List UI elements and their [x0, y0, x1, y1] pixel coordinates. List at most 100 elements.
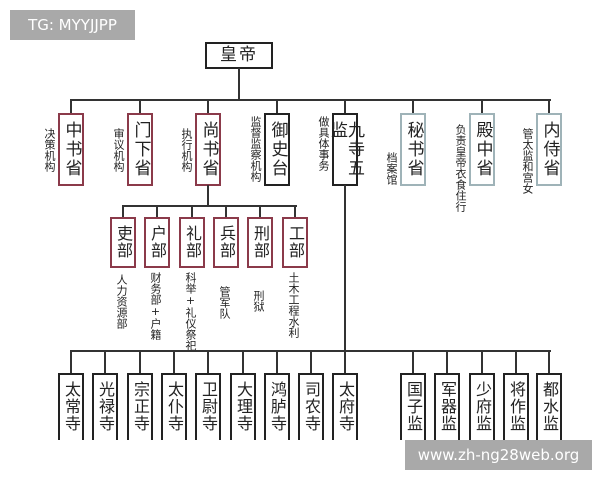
court-box-label: 卫尉寺 — [199, 381, 218, 432]
court-box: 司农寺 — [298, 373, 324, 453]
ministry-note: 土木工程水利 — [287, 272, 300, 338]
connector — [139, 350, 141, 374]
court-box: 光禄寺 — [92, 373, 118, 453]
office-note: 决策机构 — [43, 128, 56, 172]
directorate-box: 国子监 — [400, 373, 426, 453]
ministry-box: 兵部 — [213, 217, 239, 268]
watermark-top: TG: MYYJJPP — [10, 10, 135, 40]
directorate-box: 少府监 — [469, 373, 495, 453]
directorate-box-label: 国子监 — [404, 381, 423, 432]
court-box-label: 大理寺 — [234, 381, 253, 432]
ministry-note: 人力资源部 — [115, 274, 128, 329]
connector — [412, 350, 414, 374]
office-note: 监督监察机构 — [249, 116, 262, 182]
connector — [173, 350, 175, 374]
ministry-note: 管军队 — [218, 286, 231, 319]
connector — [207, 99, 209, 114]
office-box: 尚书省 — [195, 113, 221, 186]
office-box: 内侍省 — [536, 113, 562, 186]
court-box: 太仆寺 — [161, 373, 187, 453]
connector — [294, 205, 296, 218]
directorate-box-label: 将作监 — [507, 381, 526, 432]
connector — [122, 205, 297, 207]
connector — [344, 99, 346, 114]
office-box: 殿中省 — [469, 113, 495, 186]
connector — [548, 350, 550, 374]
connector — [70, 99, 551, 101]
directorate-box-label: 都水监 — [540, 381, 559, 432]
court-box-label: 光禄寺 — [96, 381, 115, 432]
court-box: 太常寺 — [58, 373, 84, 453]
connector — [207, 185, 209, 206]
directorate-box-label: 少府监 — [473, 381, 492, 432]
office-name: 门下省 — [130, 121, 151, 178]
watermark-bottom-text: www.zh-ng28web.org — [417, 446, 580, 464]
office-name: 中书省 — [61, 121, 82, 178]
connector — [412, 99, 414, 114]
office-note: 执行机构 — [180, 128, 193, 172]
directorate-box: 将作监 — [503, 373, 529, 453]
ministry-box: 工部 — [282, 217, 308, 268]
connector — [156, 205, 158, 218]
court-box: 卫尉寺 — [195, 373, 221, 453]
court-box-label: 太常寺 — [62, 381, 81, 432]
connector — [481, 99, 483, 114]
court-box: 太府寺 — [332, 373, 358, 453]
office-box: 门下省 — [127, 113, 153, 186]
connector — [70, 99, 72, 114]
ministry-box: 刑部 — [247, 217, 273, 268]
office-note: 档案馆 — [385, 152, 398, 185]
connector — [242, 350, 244, 374]
ministry-box: 吏部 — [110, 217, 136, 268]
ministry-name: 礼部 — [183, 225, 202, 259]
ministry-name: 刑部 — [251, 225, 270, 259]
court-box-label: 司农寺 — [302, 381, 321, 432]
connector — [139, 99, 141, 114]
watermark-bottom: www.zh-ng28web.org — [405, 440, 592, 470]
office-name: 秘书省 — [403, 121, 424, 178]
office-note: 做具体事务 — [317, 116, 330, 171]
connector — [225, 205, 227, 218]
office-box: 秘书省 — [400, 113, 426, 186]
office-box: 中书省 — [58, 113, 84, 186]
directorate-box-label: 军器监 — [438, 381, 457, 432]
court-box-label: 太府寺 — [336, 381, 355, 432]
office-name: 尚书省 — [198, 121, 219, 178]
directorate-box: 都水监 — [536, 373, 562, 453]
connector — [344, 185, 346, 351]
connector — [548, 99, 550, 114]
office-note: 管太监和宫女 — [521, 128, 534, 194]
root-box-emperor: 皇帝 — [205, 42, 273, 69]
connector — [276, 99, 278, 114]
ministry-note: 刑狱 — [252, 290, 265, 312]
office-box: 九寺五监 — [327, 113, 364, 186]
court-box: 大理寺 — [230, 373, 256, 453]
office-box: 御史台 — [264, 113, 290, 186]
connector — [481, 350, 483, 374]
connector — [515, 350, 517, 374]
office-note: 审议机构 — [112, 128, 125, 172]
court-box-label: 鸿胪寺 — [268, 381, 287, 432]
court-box: 鸿胪寺 — [264, 373, 290, 453]
connector — [276, 350, 278, 374]
connector — [191, 205, 193, 218]
court-box-label: 太仆寺 — [165, 381, 184, 432]
office-name: 内侍省 — [539, 121, 560, 178]
ministry-name: 工部 — [286, 225, 305, 259]
court-box-label: 宗正寺 — [131, 381, 150, 432]
ministry-name: 吏部 — [114, 225, 133, 259]
ministry-note: 科举+礼仪祭祀 — [184, 272, 197, 351]
ministry-name: 户部 — [148, 225, 167, 259]
connector — [207, 350, 209, 374]
connector — [310, 350, 312, 374]
office-name: 九寺五监 — [327, 121, 364, 178]
connector — [104, 350, 106, 374]
office-name: 殿中省 — [472, 121, 493, 178]
connector — [70, 350, 72, 374]
connector — [238, 68, 240, 100]
ministry-note: 财务部+户籍 — [149, 272, 162, 340]
watermark-top-text: TG: MYYJJPP — [28, 16, 117, 34]
connector — [122, 205, 124, 218]
ministry-name: 兵部 — [217, 225, 236, 259]
connector — [344, 350, 346, 374]
